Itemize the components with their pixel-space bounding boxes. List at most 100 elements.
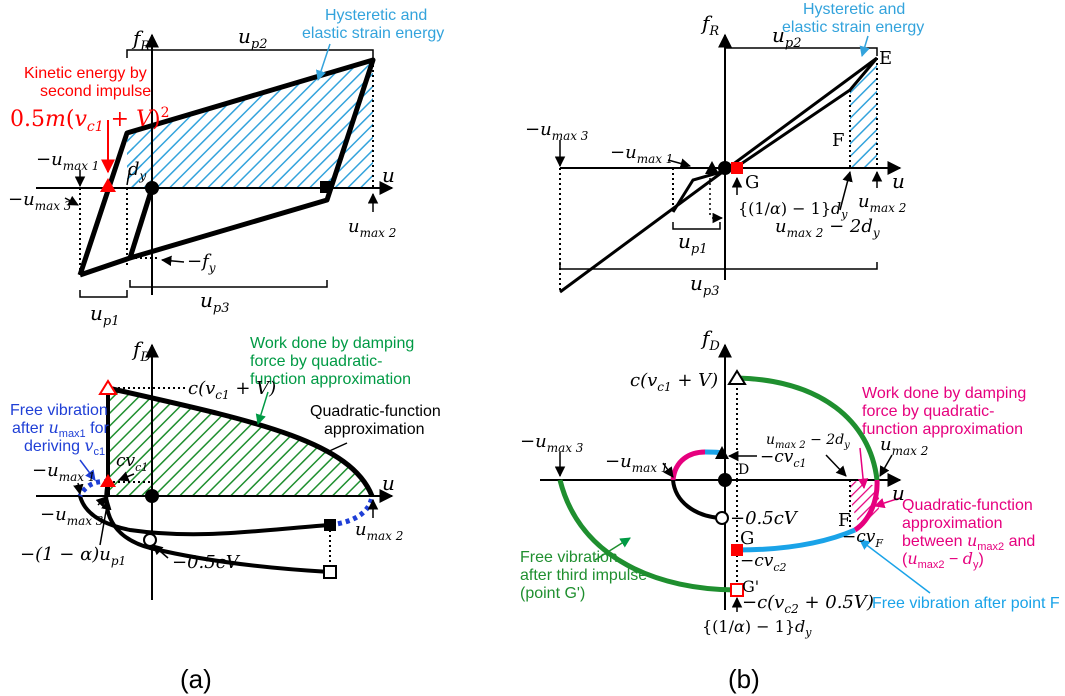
a-bot-open-red-triangle	[98, 379, 118, 395]
b-bot-quad-line1: Quadratic-function	[902, 497, 1033, 514]
a-bot-lower-curve-outer	[78, 495, 331, 537]
a-top-reload-branch	[127, 187, 155, 259]
b-top-E-label: E	[879, 48, 892, 69]
a-top-kin-line1: Kinetic energy by	[24, 65, 147, 82]
a-bot-quad-line1: Quadratic-function	[310, 403, 441, 420]
b-bot-magenta-arc	[670, 449, 706, 481]
a-bot-umax1-arrow	[73, 482, 84, 496]
b-top-umax2dy-arrow	[839, 170, 853, 211]
a-top-umax2-label: umax 2	[348, 216, 396, 240]
a-bot-umax3-label: −umax 3	[40, 504, 104, 528]
a-bot-red-triangle	[100, 474, 116, 487]
a-bot-damping-work-area	[108, 388, 372, 496]
a-bot-quad-arrow	[324, 442, 348, 454]
a-top-up3-bracket	[129, 280, 328, 288]
b-bot-free3-arrow	[594, 537, 631, 561]
b-bot-black-curve	[671, 479, 721, 520]
b-bot-cvc1V-label: c(vc1 + V)	[630, 370, 718, 394]
a-top-umax3-arrow	[64, 195, 79, 206]
b-bot-halfcV-label: −0.5cV	[730, 508, 799, 529]
a-bot-work-line2: force by quadratic-	[250, 353, 383, 370]
b-bot-quad-arrow	[873, 497, 901, 509]
b-bot-freeF-arrow	[859, 539, 931, 594]
a-bot-upper-curve	[107, 385, 375, 497]
a-bot-fd-label: fD	[131, 337, 151, 365]
a-top-u-label: u	[382, 163, 395, 187]
b-bot-work-line3: function approximation	[862, 421, 1023, 438]
b-top-outer-loop	[559, 56, 878, 294]
a-top-up2-label: up2	[238, 24, 267, 52]
b-bot-umax2dy-arrow	[825, 454, 847, 477]
b-bot-green-lower-arc	[557, 479, 738, 593]
a-bot-open-square	[323, 565, 337, 579]
b-top-umax1-arrow	[667, 158, 692, 169]
a-top-hyst-arrow	[316, 43, 331, 81]
a-bot-free-line3: deriving vc1	[24, 436, 105, 458]
a-bot-origin-dot	[145, 489, 159, 503]
b-bot-open-square	[730, 583, 744, 597]
b-bot-cvF-label: −cvF	[842, 527, 883, 550]
b-top-G-label: G	[745, 172, 759, 193]
hysteretic-energy-area-lower	[127, 133, 152, 188]
a-bot-free-line2: after umax1 for	[12, 418, 109, 440]
a-top-black-square	[320, 181, 332, 193]
a-top-fy-arrow	[160, 255, 185, 267]
b-top-hyst-arrow	[859, 35, 870, 58]
a-bot-quad-line2: approximation	[324, 421, 425, 438]
b-bot-fd-label: fD	[700, 326, 720, 354]
a-bot-umax1-label: −umax 1	[32, 460, 95, 484]
a-bot-u-label: u	[382, 471, 395, 495]
a-bot-halfcV-label: −0.5cV	[172, 552, 241, 573]
b-bot-origin-dot	[718, 473, 732, 487]
b-top-umax2dy-label: umax 2 − 2dy	[775, 216, 880, 240]
b-bot-open-triangle	[727, 369, 747, 385]
b-bot-free3-line1: Free vibration	[520, 549, 618, 566]
b-top-fr-label: fR	[700, 11, 719, 39]
b-top-up1-bracket	[672, 222, 721, 230]
b-bot-magenta-right-arc	[853, 479, 880, 533]
a-top-umax3-label: −umax 3	[8, 189, 72, 213]
panel-b-caption: (b)	[728, 664, 760, 694]
a-bot-work-line3: function approximation	[250, 371, 411, 388]
a-top-kin-line2: second impulse	[40, 83, 151, 100]
panel-b-top: fR u up2 up1 up3 Hysteretic and elastic …	[525, 1, 924, 299]
b-bot-D-label: D	[738, 462, 749, 478]
b-bot-cvc2half-label: −c(vc2 + 0.5V)	[742, 592, 874, 616]
b-bot-umax3-label: −umax 3	[520, 431, 584, 455]
panel-a-bottom: fD u Work done by damping force by quadr…	[10, 335, 441, 600]
a-top-kin-formula: 0.5m(vc1 + V)2	[10, 105, 169, 135]
b-bot-umax1-label: −umax 1	[605, 451, 668, 475]
b-bot-umax1-arrow	[662, 462, 674, 478]
b-bot-work-line1: Work done by damping	[862, 385, 1026, 402]
b-top-umax3-label: −umax 3	[525, 119, 589, 143]
b-top-up3-label: up3	[690, 271, 719, 299]
a-bot-work-line1: Work done by damping	[250, 335, 414, 352]
b-bot-open-circle	[715, 511, 729, 525]
a-bot-work-arrow	[255, 391, 269, 426]
panel-b-bottom: fD u c(vc1 + V) −umax 3 −umax 1 −cvc1 D …	[520, 326, 1060, 639]
a-top-hyst-line2: elastic strain energy	[302, 25, 444, 42]
a-bot-cvc1V-label: c(vc1 + V)	[188, 378, 276, 402]
a-top-hysteresis-loop	[77, 57, 376, 278]
a-top-up1-bracket	[79, 290, 128, 298]
a-bot-free-arrow	[79, 459, 96, 481]
b-bot-quad-line2: approximation	[902, 515, 1003, 532]
a-top-dy-arrow	[126, 167, 131, 186]
a-bot-open-circle	[143, 533, 157, 547]
b-bot-F-label: F	[838, 510, 851, 531]
b-bot-work-line2: force by quadratic-	[862, 403, 995, 420]
b-bot-black-triangle	[715, 446, 729, 459]
a-bot-half-arrow	[152, 544, 169, 559]
b-bot-red-square	[731, 544, 743, 556]
b-bot-alpha-dy-label: {(1/α) − 1}dy	[702, 617, 812, 639]
panel-a-top: fR u up2 up1 up3 Hysteretic and elastic …	[8, 7, 444, 329]
b-top-up1-label: up1	[678, 229, 707, 257]
b-top-alpha-dy-label: {(1/α) − 1}dy	[738, 199, 848, 221]
b-top-up3-bracket	[559, 262, 878, 270]
b-top-F-label: F	[832, 130, 845, 151]
b-top-black-triangle	[705, 161, 719, 174]
b-top-hyst-line2: elastic strain energy	[782, 19, 924, 36]
b-bot-work-arrow	[857, 447, 869, 490]
b-bot-Gp-label: G'	[742, 577, 759, 596]
